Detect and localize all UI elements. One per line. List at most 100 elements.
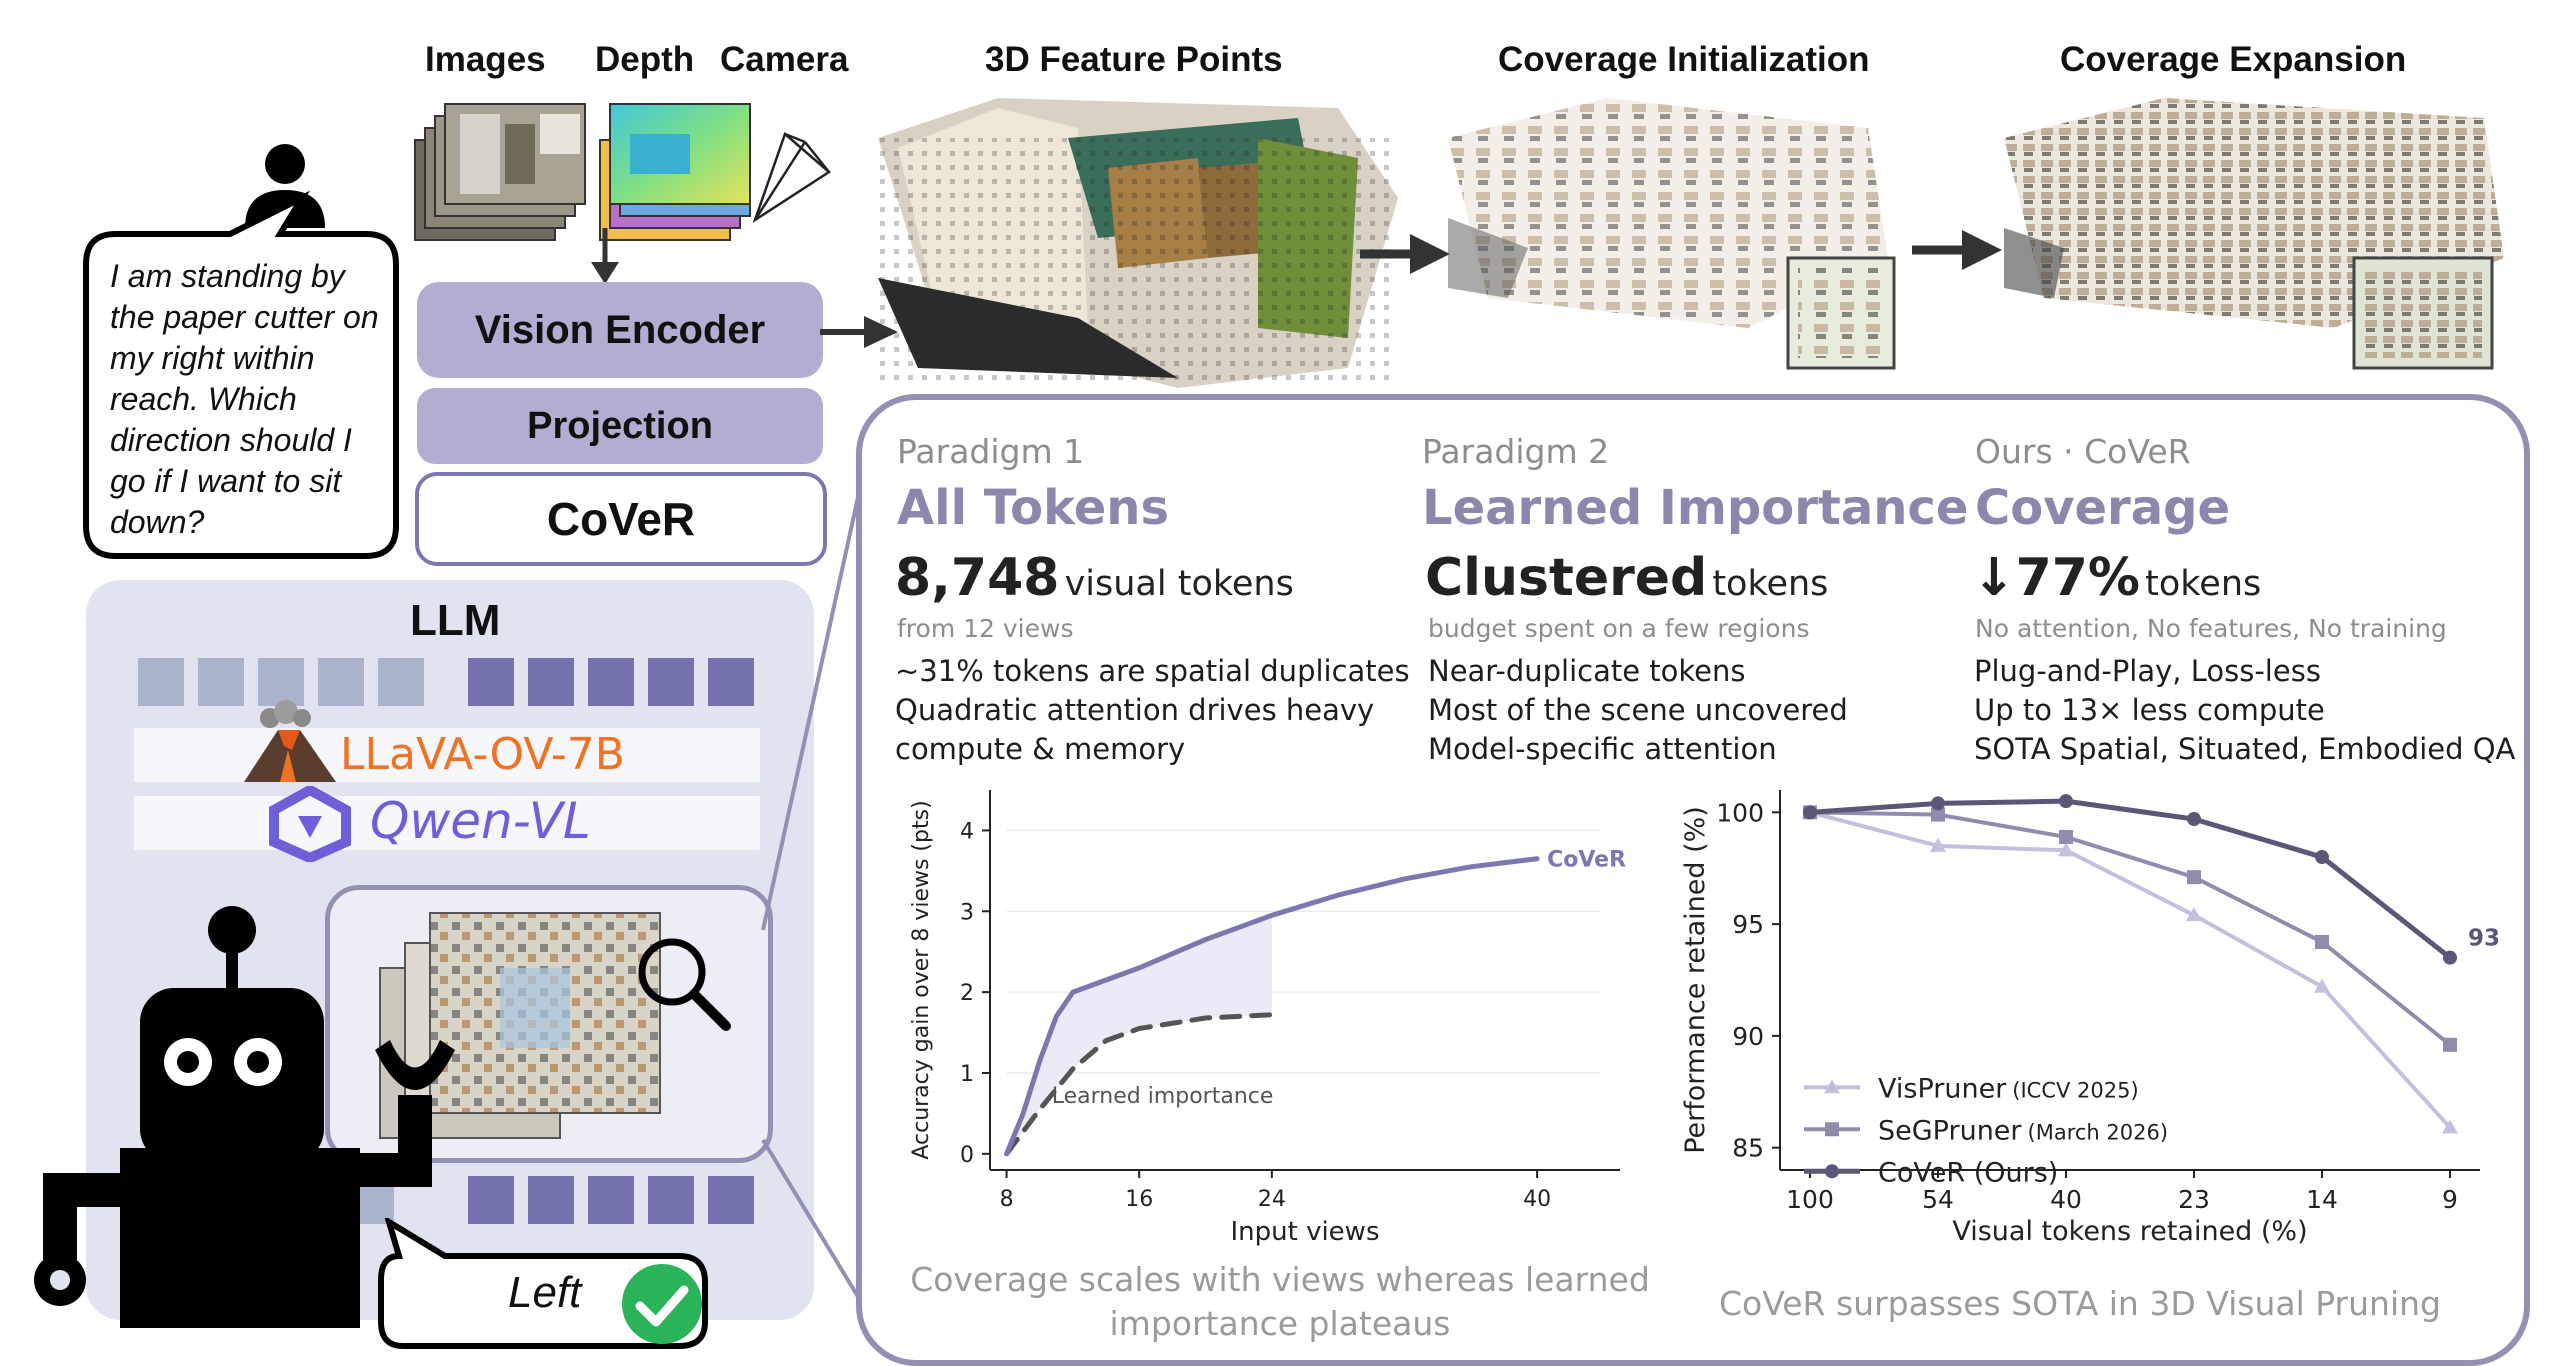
legend-label-segpruner: SeGPruner(March 2026)	[1878, 1115, 2168, 1146]
x-tick-label: 40	[1523, 1187, 1551, 1212]
coverage-gap-area	[1006, 915, 1272, 1154]
data-point-segpruner	[2315, 935, 2329, 949]
label-camera: Camera	[720, 40, 849, 79]
y-tick-label: 3	[960, 900, 974, 925]
y-axis-label: Accuracy gain over 8 views (pts)	[909, 800, 934, 1159]
token-light	[198, 658, 244, 706]
data-point-segpruner	[2059, 829, 2073, 844]
legend-marker-visprunner	[1824, 1079, 1840, 1094]
paradigm-2-stat-main: Clustered	[1425, 548, 1708, 608]
qwen-label: Qwen-VL	[370, 792, 591, 850]
series-label-learned-importance: Learned importance	[1052, 1084, 1274, 1109]
llm-title: LLM	[410, 596, 501, 645]
token-dark	[468, 1176, 514, 1224]
x-tick-label: 9	[2442, 1185, 2458, 1214]
x-tick-label: 40	[2050, 1185, 2082, 1214]
magnified-token-images	[379, 912, 661, 1139]
paradigm-2-tag: Paradigm 2	[1422, 432, 1610, 471]
x-tick-label: 14	[2306, 1185, 2338, 1214]
y-tick-label: 100	[1716, 798, 1764, 827]
x-tick-label: 24	[1258, 1187, 1286, 1212]
data-point-visprunner	[2442, 1119, 2458, 1134]
magnifier-icon	[638, 938, 731, 1031]
llava-bar	[134, 728, 760, 782]
x-axis-label: Input views	[1230, 1217, 1379, 1247]
y-tick-label: 95	[1732, 910, 1764, 939]
data-point-cover	[1931, 796, 1945, 811]
y-tick-label: 4	[960, 819, 974, 844]
qwen-logo-icon	[269, 786, 351, 862]
coverage-init-scene	[1448, 98, 1896, 370]
legend-marker-segpruner	[1825, 1122, 1839, 1137]
data-point-visprunner	[2058, 842, 2074, 857]
paradigm-2-note: budget spent on a few regions	[1428, 614, 1810, 643]
series-line-cover	[1004, 856, 1540, 1157]
ours-tag: Ours · CoVeR	[1975, 432, 2191, 471]
paradigm-1-stat-unit: visual tokens	[1064, 564, 1294, 604]
data-point-cover	[2315, 850, 2329, 865]
token-dark	[708, 658, 754, 706]
label-images: Images	[425, 40, 546, 79]
x-tick-label: 8	[1000, 1187, 1014, 1212]
paradigm-2-name: Learned Importance	[1422, 480, 1969, 536]
data-point-cover	[2443, 950, 2457, 965]
y-tick-label: 1	[960, 1062, 974, 1087]
token-dark	[648, 658, 694, 706]
feature-points-scene	[878, 98, 1398, 388]
ours-stat: ↓77% tokens	[1972, 548, 2261, 608]
arrow-down-icon	[591, 228, 619, 284]
paradigm-1-bullet: ~31% tokens are spatial duplicates	[895, 654, 1410, 688]
series-line-visprunner	[1809, 810, 2452, 1129]
y-axis-label: Performance retained (%)	[1680, 806, 1711, 1154]
data-point-cover	[2187, 812, 2201, 827]
token-light	[258, 658, 304, 706]
series-line-cover	[1809, 798, 2452, 960]
ours-name: Coverage	[1975, 480, 2231, 536]
paradigm-1-name: All Tokens	[897, 480, 1170, 536]
stage-title-coverage-init: Coverage Initialization	[1498, 40, 1870, 79]
token-dark	[588, 1176, 634, 1224]
paradigm-2-stat-unit: tokens	[1712, 564, 1829, 604]
x-axis-label: Visual tokens retained (%)	[1952, 1216, 2307, 1247]
series-label-cover: CoVeR	[1547, 848, 1626, 873]
data-point-segpruner	[2443, 1037, 2457, 1052]
qwen-bar	[134, 796, 760, 850]
coverage-expansion-scene	[2004, 98, 2504, 370]
ours-bullet: Plug-and-Play, Loss-less	[1974, 654, 2321, 688]
camera-frustum-icon	[752, 131, 832, 224]
ours-stat-unit: tokens	[2145, 564, 2262, 604]
scaling-chart-caption: Coverage scales with views whereas learn…	[910, 1260, 1650, 1343]
token-light	[378, 658, 424, 706]
answer-text: Left	[508, 1268, 582, 1317]
volcano-icon	[244, 700, 336, 782]
cover-module-box: CoVeR	[415, 472, 827, 566]
paradigm-1-tag: Paradigm 1	[897, 432, 1085, 471]
token-dark	[648, 1176, 694, 1224]
ours-bullet: Up to 13× less compute	[1974, 693, 2325, 727]
token-dark	[528, 1176, 574, 1224]
paradigm-1-bullet: Quadratic attention drives heavy	[895, 693, 1375, 727]
question-text: I am standing by the paper cutter on my …	[110, 258, 379, 540]
ours-stat-main: ↓77%	[1972, 548, 2141, 608]
y-tick-label: 0	[960, 1143, 974, 1168]
legend-marker-cover	[1825, 1164, 1839, 1179]
question-speech-bubble	[83, 190, 399, 559]
x-tick-label: 54	[1922, 1185, 1954, 1214]
x-tick-label: 100	[1786, 1185, 1834, 1214]
robot-icon	[34, 906, 455, 1328]
series-line-learned-importance	[1004, 1012, 1275, 1157]
ours-note: No attention, No features, No training	[1975, 614, 2447, 643]
stage-title-feature-points: 3D Feature Points	[985, 40, 1283, 79]
label-depth: Depth	[595, 40, 695, 79]
vision-encoder-box: Vision Encoder	[417, 282, 823, 378]
x-tick-label: 16	[1125, 1187, 1153, 1212]
token-dark	[468, 658, 514, 706]
token-light	[138, 658, 184, 706]
annotation-label: 93.5%	[2468, 926, 2500, 952]
projection-box: Projection	[417, 388, 823, 464]
paradigm-1-note: from 12 views	[897, 614, 1074, 643]
token-dark	[588, 658, 634, 706]
y-tick-label: 2	[960, 981, 974, 1006]
